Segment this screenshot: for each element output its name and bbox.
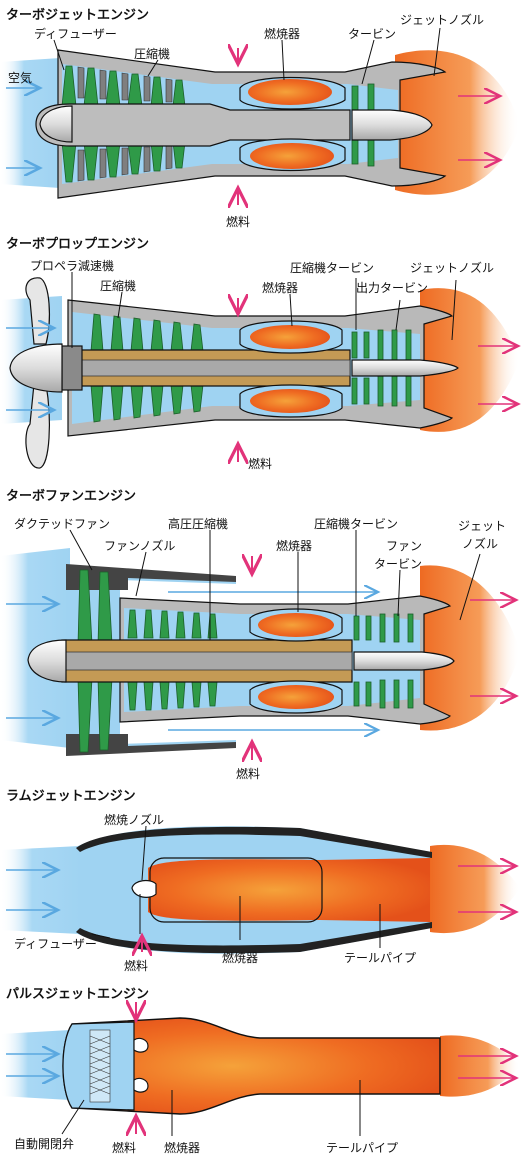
turbofan-spinner — [27, 639, 67, 683]
ramjet-label-combustor: 燃焼器 — [222, 950, 258, 965]
turbojet-label-air: 空気 — [8, 70, 32, 85]
turbofan-engine: ターボファンエンジン — [0, 488, 520, 781]
pulsejet-intake-air — [0, 1030, 70, 1100]
turbofan-label-fuel: 燃料 — [236, 766, 260, 781]
turboprop-label-power-turbine: 出力タービン — [356, 281, 428, 295]
turboprop-label-jet-nozzle: ジェットノズル — [410, 260, 494, 275]
turbofan-label-fan-nozzle: ファンノズル — [104, 538, 175, 553]
turbojet-combustor — [239, 76, 346, 172]
pulsejet-label-tailpipe: テールパイプ — [326, 1141, 398, 1155]
turboprop-engine: ターボプロップエンジン — [0, 236, 520, 471]
turbofan-ducted-fan — [77, 569, 113, 753]
turboprop-label-fuel: 燃料 — [248, 456, 272, 471]
turbofan-label-jet-nozzle-1: ジェット — [458, 519, 506, 533]
ramjet-title: ラムジェットエンジン — [6, 789, 136, 804]
turbojet-label-turbine: タービン — [348, 27, 396, 41]
turboprop-title: ターボプロップエンジン — [6, 236, 149, 252]
turbofan-combustor — [249, 608, 343, 714]
turbojet-label-compressor: 圧縮機 — [134, 46, 170, 61]
turboprop-reduction-gear — [61, 345, 83, 391]
ramjet-casing-top — [76, 826, 432, 858]
turbofan-label-combustor: 燃焼器 — [276, 538, 312, 553]
turbojet-tail-cone — [351, 109, 433, 141]
turbojet-label-jet-nozzle: ジェットノズル — [400, 12, 484, 27]
ramjet-label-fuel: 燃料 — [124, 958, 148, 973]
turbofan-label-jet-nozzle-2: ノズル — [462, 536, 498, 551]
turboprop-label-compressor-turbine: 圧縮機タービン — [290, 260, 374, 275]
pulsejet-engine: パルスジェットエンジン 自動開閉弁 燃料 燃焼器 テールパイプ — [0, 987, 520, 1155]
turbofan-tail-cone — [353, 651, 455, 671]
turbofan-hp-compressor — [127, 609, 218, 711]
turbofan-label-fan-turbine-1: ファン — [386, 539, 422, 553]
turbofan-label-hp-compressor: 高圧圧縮機 — [168, 516, 228, 531]
turbojet-label-fuel: 燃料 — [226, 214, 250, 229]
pulsejet-label-fuel: 燃料 — [112, 1140, 136, 1155]
turboprop-combustor — [239, 320, 343, 418]
turbojet-title: ターボジェットエンジン — [6, 7, 149, 23]
ramjet-exhaust-plume — [430, 844, 520, 934]
pulsejet-exhaust-plume — [440, 1035, 520, 1097]
ramjet-flame — [148, 858, 430, 922]
ramjet-intake-air — [0, 846, 80, 934]
turbojet-label-combustor: 燃焼器 — [264, 26, 300, 41]
turbojet-shaft — [35, 103, 351, 147]
turboprop-exhaust-plume — [420, 288, 520, 432]
turbofan-title: ターボファンエンジン — [6, 488, 136, 504]
ramjet-label-tailpipe: テールパイプ — [344, 951, 416, 965]
turbojet-intake-air — [0, 58, 60, 188]
turboprop-label-combustor: 燃焼器 — [262, 280, 298, 295]
turbojet-nose-cone — [39, 105, 73, 143]
ramjet-label-diffuser: ディフューザー — [14, 936, 97, 951]
turboprop-label-compressor: 圧縮機 — [100, 278, 136, 293]
ramjet-label-combustion-nozzle: 燃焼ノズル — [104, 812, 164, 827]
ramjet-casing-bottom — [76, 922, 432, 954]
turboprop-tail-cone — [351, 359, 459, 377]
turbofan-exhaust-plume — [420, 565, 520, 731]
turbofan-label-ducted-fan: ダクテッドファン — [14, 516, 110, 531]
turbofan-label-compressor-turbine: 圧縮機タービン — [314, 516, 398, 531]
pulsejet-title: パルスジェットエンジン — [6, 987, 149, 1002]
turboprop-spinner — [9, 343, 63, 393]
turbojet-label-diffuser: ディフューザー — [34, 26, 117, 41]
turbofan-label-fan-turbine-2: タービン — [374, 557, 422, 571]
ramjet-engine: ラムジェットエンジン 燃焼ノズル ディフューザー 燃料 燃焼器 テールパイプ — [0, 789, 520, 973]
pulsejet-auto-valve — [89, 1029, 111, 1103]
pulsejet-label-combustor: 燃焼器 — [164, 1140, 200, 1155]
turbojet-engine: ターボジェットエンジン — [0, 7, 520, 229]
turbofan-turbines — [353, 613, 414, 709]
ramjet-combustion-nozzle — [131, 879, 157, 898]
pulsejet-label-auto-valve: 自動開閉弁 — [14, 1136, 74, 1151]
turboprop-label-reduction-gear: プロペラ減速機 — [30, 258, 114, 273]
